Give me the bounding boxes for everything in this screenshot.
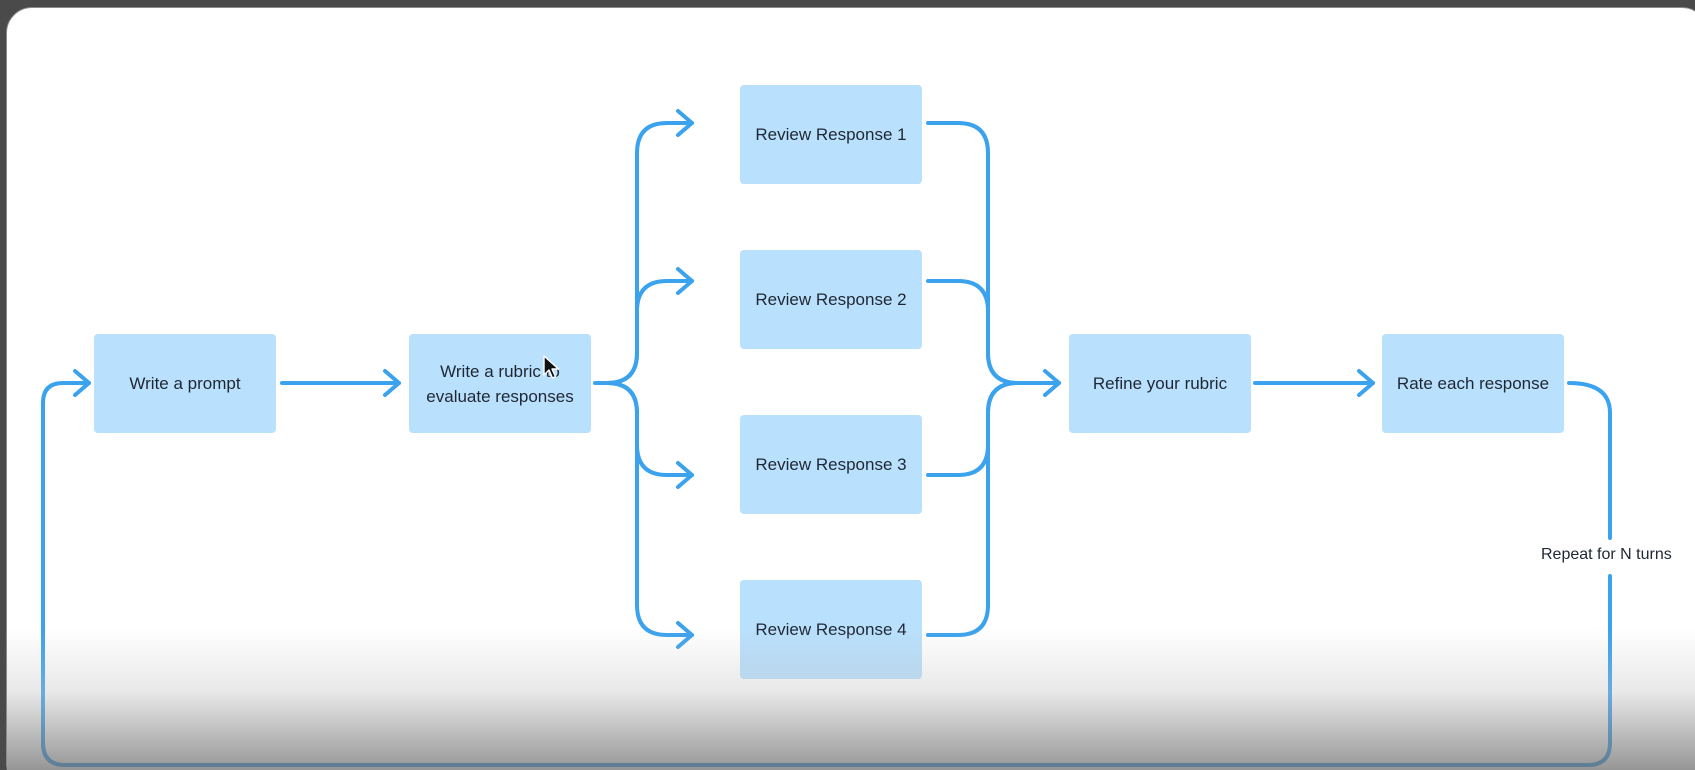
arrowhead-review-2 — [676, 267, 694, 295]
node-write-prompt-label: Write a prompt — [129, 374, 241, 393]
arrow-review-1-to-refine — [926, 121, 1020, 385]
node-review-response-2-label: Review Response 2 — [755, 290, 907, 309]
arrowhead-prompt-to-rubric — [383, 369, 401, 397]
node-review-response-2[interactable]: Review Response 2 — [740, 250, 922, 349]
arrow-rubric-to-review-2 — [605, 279, 694, 385]
node-refine-rubric[interactable]: Refine your rubric — [1069, 334, 1251, 433]
arrowhead-review-3 — [676, 461, 694, 489]
node-review-response-1-label: Review Response 1 — [755, 125, 907, 144]
arrowhead-loop-prompt — [73, 369, 91, 397]
loop-rate-to-label — [1567, 381, 1612, 540]
arrowhead-refine — [1043, 369, 1061, 397]
loop-label-repeat: Repeat for N turns — [1539, 544, 1674, 566]
node-review-response-4-label: Review Response 4 — [755, 620, 907, 639]
node-write-rubric-text: Write a rubric to evaluate responses — [426, 359, 573, 409]
arrow-review-4-to-refine — [926, 381, 1020, 637]
node-review-response-1[interactable]: Review Response 1 — [740, 85, 922, 184]
arrow-review-2-to-refine — [926, 279, 1020, 385]
node-review-response-3[interactable]: Review Response 3 — [740, 415, 922, 514]
node-review-response-3-label: Review Response 3 — [755, 455, 907, 474]
arrow-rubric-to-review-4 — [605, 381, 694, 637]
node-write-prompt[interactable]: Write a prompt — [94, 334, 276, 433]
node-write-rubric-line2: evaluate responses — [426, 386, 574, 406]
arrowhead-rate — [1357, 369, 1375, 397]
arrow-rubric-to-review-3 — [605, 381, 694, 477]
node-refine-rubric-label: Refine your rubric — [1092, 374, 1228, 393]
diagram-canvas: Write a prompt Write a rubric to evaluat… — [6, 7, 1695, 770]
node-write-rubric[interactable]: Write a rubric to evaluate responses — [409, 334, 591, 433]
arrow-rubric-to-review-1 — [605, 121, 694, 385]
node-write-rubric-line1: Write a rubric to — [440, 361, 560, 381]
mouse-pointer-icon — [543, 355, 560, 379]
arrow-review-3-to-refine — [926, 381, 1020, 477]
node-rate-each-response[interactable]: Rate each response — [1382, 334, 1564, 433]
node-review-response-4[interactable]: Review Response 4 — [740, 580, 922, 679]
node-rate-each-response-label: Rate each response — [1396, 374, 1550, 393]
arrowhead-review-1 — [676, 109, 694, 137]
